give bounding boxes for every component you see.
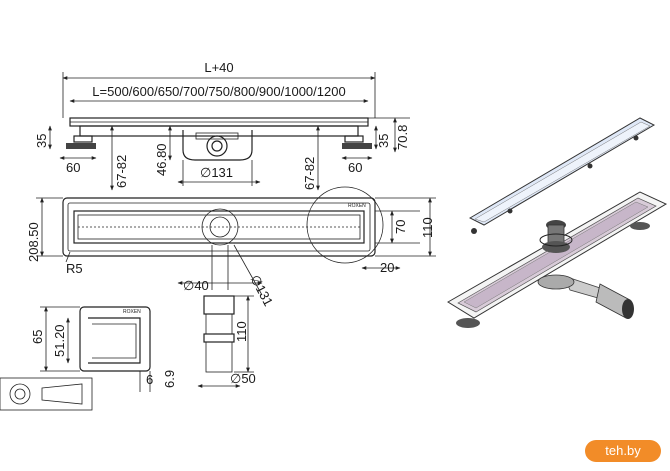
plan-view: ROXEN 208.50 R5 ∅40 ∅131 70 110 20 [26, 186, 436, 309]
detail-view: ROXEN 65 51.20 6 6.9 [30, 306, 177, 392]
brand-label-detail: ROXEN [123, 309, 141, 315]
watermark-badge: teh.by [585, 440, 661, 462]
dim-channel-width: 110 [420, 217, 435, 238]
brand-label-plan: ROXEN [348, 203, 366, 209]
dim-outlet-dia: ∅131 [200, 165, 233, 180]
dim-body-height: 46.80 [154, 143, 169, 176]
dim-foot-offset-right: 60 [348, 160, 362, 175]
isometric-view [447, 117, 668, 328]
dim-slanted-dia: ∅131 [247, 272, 276, 308]
dim-detail-6: 6 [146, 372, 153, 387]
projection-symbol [0, 377, 93, 411]
dim-right-total: 70.8 [395, 125, 410, 150]
dim-lengths: L=500/600/650/700/750/800/900/1000/1200 [92, 84, 345, 99]
dim-detail-69: 6.9 [162, 370, 177, 388]
dim-gap: 20 [380, 260, 394, 275]
dim-right-height: 35 [376, 134, 391, 148]
dim-leg-height-right: 67-82 [302, 157, 317, 190]
dim-overall: L+40 [204, 60, 233, 75]
outlet-pipe: 110 ∅50 [197, 295, 256, 388]
dim-grate-width: 70 [393, 220, 408, 234]
dim-foot-height: 35 [34, 134, 49, 148]
dim-pipe-length: 110 [234, 321, 249, 342]
dim-detail-5120: 51.20 [52, 324, 67, 357]
dim-radius: R5 [66, 261, 83, 276]
side-elevation: L+40 L=500/600/650/700/750/800/900/1000/… [34, 60, 410, 191]
dim-pipe-dia-50: ∅50 [230, 371, 256, 386]
dim-width-total: 208.50 [26, 222, 41, 262]
dim-detail-65: 65 [30, 330, 45, 344]
dim-foot-offset: 60 [66, 160, 80, 175]
dim-pipe-dia: ∅40 [183, 278, 209, 293]
dim-leg-height: 67-82 [114, 155, 129, 188]
